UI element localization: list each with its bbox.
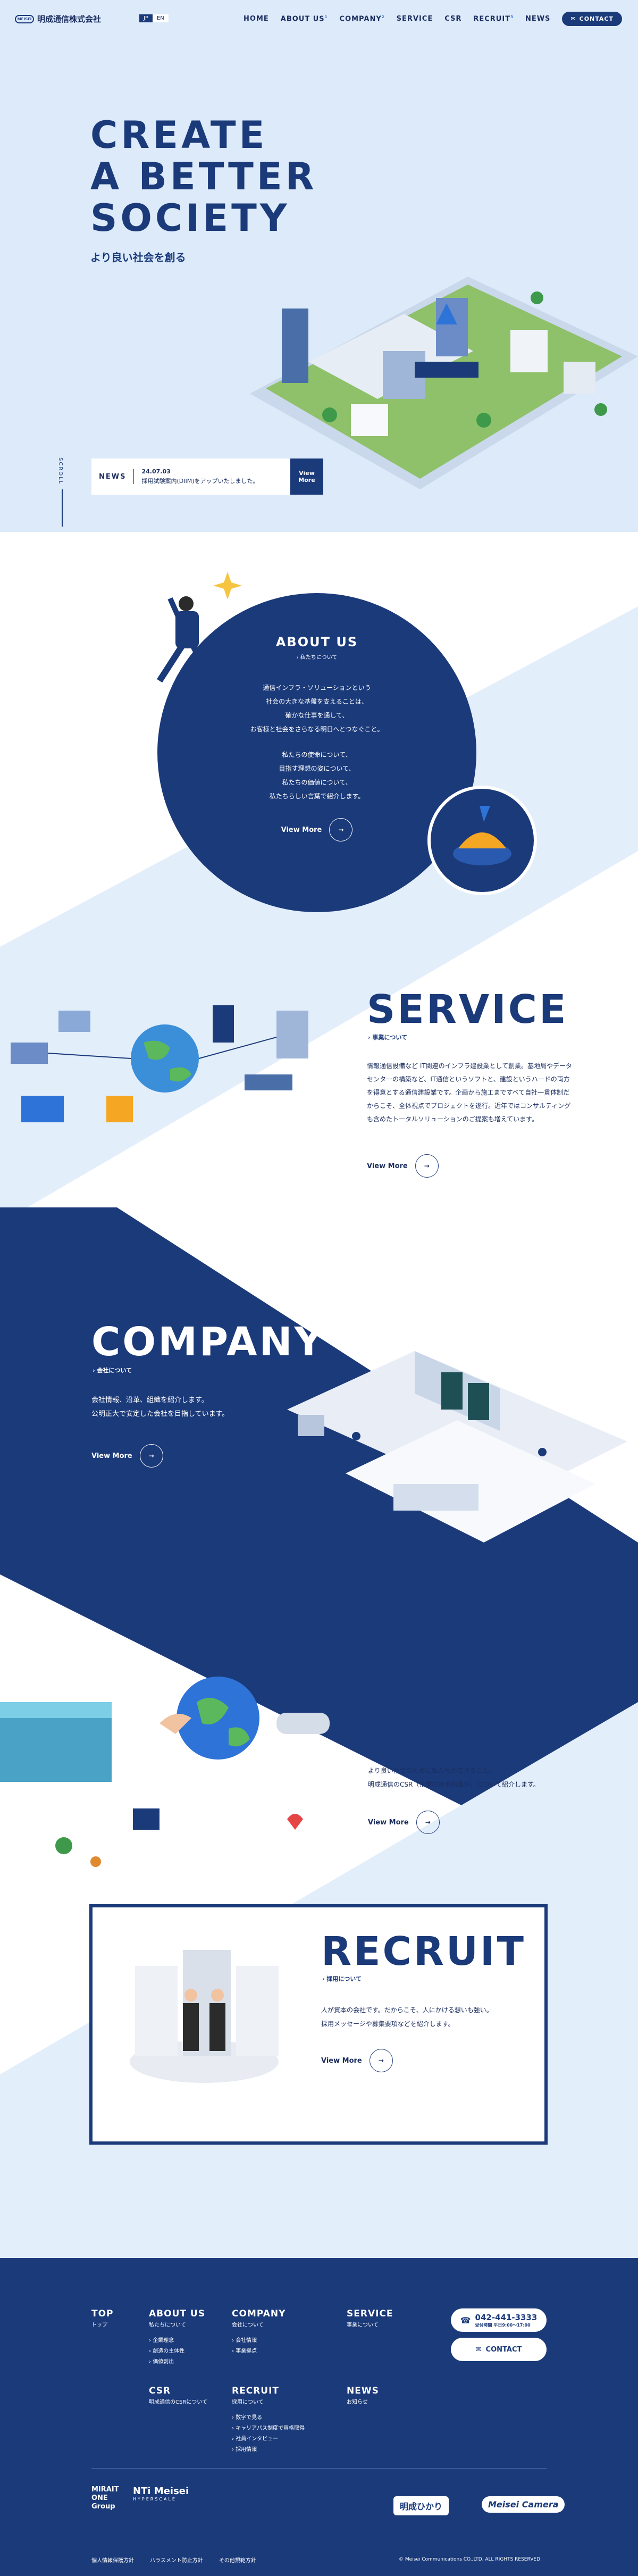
news-label: NEWS [91,469,135,484]
arrow-right-icon: → [329,818,353,841]
company-subtitle: › 会社について [93,1367,132,1374]
footer-col-csr[interactable]: CSR 明成通信のCSRについて [149,2386,207,2405]
policy-link[interactable]: 個人情報保護方針 [91,2558,134,2564]
footer-contact-button[interactable]: ✉ CONTACT [451,2338,547,2361]
hero-title-line: A BETTER [90,155,317,198]
phone-button[interactable]: ☎ 042-441-3333 受付時間 平日9:00〜17:00 [451,2308,547,2332]
mirait-one-logo[interactable]: MIRAIT ONE Group [91,2486,119,2511]
service-text: 情報通信設備など IT関連のインフラ建設業として創業。基地局やデータセンターの構… [367,1062,572,1123]
hero-section: CREATE A BETTER SOCIETY より良い社会を創る SCROLL… [0,0,638,532]
city-illustration [250,277,638,489]
footer-col-service[interactable]: SERVICE 事業について [347,2308,393,2328]
scroll-label: SCROLL [57,457,63,485]
footer-col-recruit[interactable]: RECRUIT 採用について 数字で見る キャリアパス制度で資格取得 社員インタ… [232,2386,305,2455]
recruit-text: 人が資本の会社です。だからこそ、人にかける想いも強い。 採用メッセージや募集要項… [321,2006,493,2028]
meisei-camera-badge[interactable]: Meisei Camera [482,2496,565,2513]
recruit-title: RECRUIT [321,1929,526,1974]
service-view-more[interactable]: View More → [367,1154,439,1178]
meisei-hikari-badge[interactable]: 明成ひかり [393,2496,449,2515]
footer-link[interactable]: 企業理念 [149,2336,205,2346]
recruit-view-more[interactable]: View More → [321,2049,393,2072]
csr-text: より良い社会のために私たちができること。 明成通信のCSR（企業の社会的責任）に… [368,1767,540,1788]
footer-link[interactable]: 会社情報 [232,2336,286,2346]
news-ticker[interactable]: NEWS 24.07.03 採用試験案内(DIIM)をアップいたしました。 Vi… [91,458,323,495]
company-name: 明成通信株式会社 [37,14,102,24]
mail-icon: ✉ [570,15,576,22]
news-date: 24.07.03 [141,468,171,475]
service-subtitle: › 事業について [368,1034,408,1041]
company-title: COMPANY [91,1319,325,1365]
about-person-illustration [156,572,242,683]
arrow-right-icon: → [139,1444,163,1468]
company-logo[interactable]: MEISEI 明成通信株式会社 [15,13,101,24]
csr-subtitle: › 明成通信のCSRについて [369,1736,439,1743]
nav-about[interactable]: ABOUT US1 [280,14,328,23]
policy-link[interactable]: その他規範方針 [219,2558,256,2564]
footer-link[interactable]: 創造の主体性 [149,2346,205,2357]
about-section: ABOUT US › 私たちについて 通信インフラ・ソリューションという 社会の… [157,593,476,912]
footer-col-top[interactable]: TOP トップ [91,2308,114,2328]
hero-title-line: CREATE [90,113,268,157]
policy-link[interactable]: ハラスメント防止方針 [150,2558,203,2564]
footer-link[interactable]: 採用情報 [232,2445,305,2455]
lang-en[interactable]: EN [152,14,169,22]
site-footer: TOP トップ ABOUT US 私たちについて 企業理念 創造の主体性 価値創… [0,2258,638,2576]
lang-jp[interactable]: JP [139,14,153,22]
site-header: MEISEI 明成通信株式会社 JP EN HOME ABOUT US1 COM… [0,0,638,37]
company-text: 会社情報、沿革、組織を紹介します。 公明正大で安定した会社を目指しています。 [91,1396,229,1418]
company-office-illustration [287,1351,627,1543]
footer-link[interactable]: 事業拠点 [232,2346,286,2357]
hero-title: CREATE A BETTER SOCIETY [90,114,317,239]
arrow-right-icon: → [416,1811,440,1834]
csr-view-more[interactable]: View More → [368,1811,440,1834]
about-small-circle [427,786,537,895]
recruit-illustration [130,1950,279,2083]
footer-link[interactable]: 社員インタビュー [232,2434,305,2445]
scroll-line [62,489,63,527]
about-text: 通信インフラ・ソリューションという 社会の大きな基盤を支えることは、 確かな仕事… [250,684,384,800]
recruit-section: RECRUIT › 採用について 人が資本の会社です。だからこそ、人にかける想い… [89,1904,548,2145]
service-title: SERVICE [367,987,568,1032]
arrow-right-icon: → [415,1154,439,1178]
phone-icon: ☎ [460,2315,471,2325]
copyright: © Meisei Communications CO.,LTD. ALL RIG… [399,2557,542,2562]
logo-mark: MEISEI [15,14,34,23]
footer-col-about[interactable]: ABOUT US 私たちについて 企業理念 創造の主体性 価値創出 [149,2308,205,2367]
footer-link[interactable]: 数字で見る [232,2413,305,2423]
news-item[interactable]: 24.07.03 採用試験案内(DIIM)をアップいたしました。 [134,467,290,486]
about-title: ABOUT US [275,635,358,649]
nav-service[interactable]: SERVICE [396,15,433,23]
nav-csr[interactable]: CSR [444,15,462,23]
main-nav: HOME ABOUT US1 COMPANY2 SERVICE CSR RECR… [244,12,622,26]
about-view-more[interactable]: View More → [157,818,476,841]
footer-col-news[interactable]: NEWS お知らせ [347,2386,379,2405]
nav-recruit[interactable]: RECRUIT3 [473,14,514,23]
nav-home[interactable]: HOME [244,15,269,23]
footer-link[interactable]: 価値創出 [149,2357,205,2367]
nav-news[interactable]: NEWS [525,15,551,23]
recruit-subtitle: › 採用について [322,1975,362,1982]
contact-button[interactable]: ✉ CONTACT [562,12,622,26]
csr-title: CSR [368,1691,463,1737]
news-text: 採用試験案内(DIIM)をアップいたしました。 [141,478,259,485]
mail-icon: ✉ [475,2345,482,2354]
news-view-more-button[interactable]: View More [290,458,323,495]
about-subtitle: › 私たちについて [296,655,338,661]
footer-divider [91,2468,547,2469]
arrow-right-icon: → [369,2049,393,2072]
footer-link[interactable]: キャリアパス制度で資格取得 [232,2423,305,2434]
company-view-more[interactable]: View More → [91,1444,163,1468]
nav-company[interactable]: COMPANY2 [339,14,385,23]
language-switch[interactable]: JP EN [139,14,169,22]
service-illustration [11,1005,308,1122]
csr-illustration [0,1677,330,1867]
footer-policy-links: 個人情報保護方針 ハラスメント防止方針 その他規範方針 [91,2556,256,2564]
hero-title-line: SOCIETY [90,196,290,240]
hero-subtitle: より良い社会を創る [90,251,186,264]
footer-col-company[interactable]: COMPANY 会社について 会社情報 事業拠点 [232,2308,286,2357]
nti-meisei-logo[interactable]: NTi Meisei HYPERSCALE [133,2486,189,2502]
